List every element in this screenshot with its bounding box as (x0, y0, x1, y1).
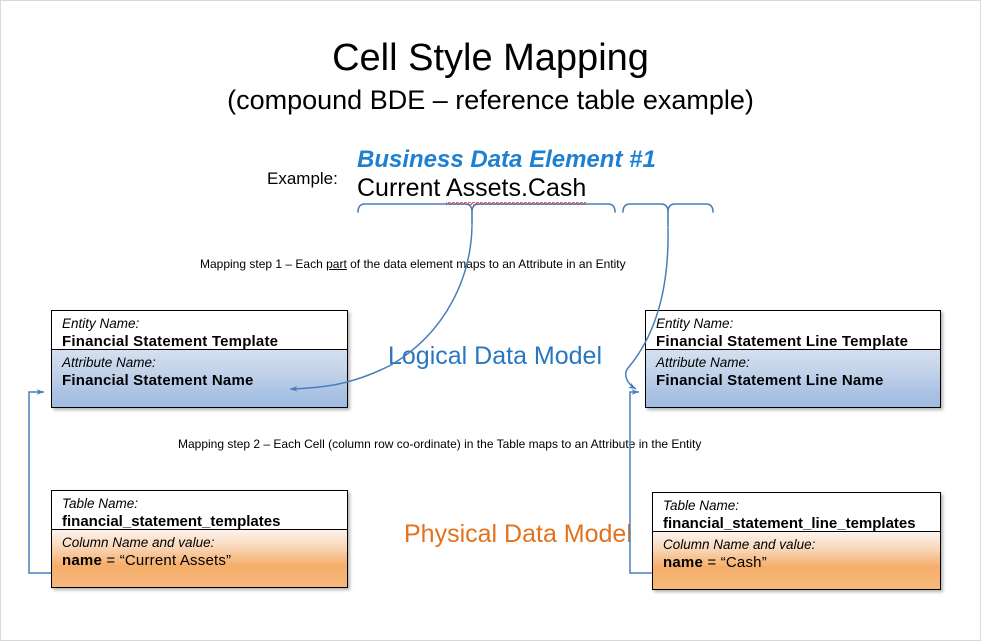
column-value: = “Cash” (703, 554, 767, 571)
brace-cash-shape (572, 204, 630, 212)
step1-text-emphasis: part (326, 257, 347, 271)
business-data-element-value: Current Assets.Cash (357, 173, 587, 205)
business-data-element-caption: Business Data Element #1 (357, 146, 656, 173)
entity-card-financial-statement-line-template: Entity Name: Financial Statement Line Te… (645, 310, 941, 408)
entity-name-value: Financial Statement Line Template (656, 333, 909, 349)
step1-text-post: of the data element maps to an Attribute… (346, 257, 626, 271)
attribute-name-row: Attribute Name: Financial Statement Line… (646, 349, 940, 407)
mapping-step-1-text: Mapping step 1 – Each part of the data e… (200, 256, 626, 272)
table-name-value: financial_statement_line_templates (663, 514, 940, 531)
arrow-table-left-to-entity-left (28, 389, 51, 574)
attribute-name-row: Attribute Name: Financial Statement Name (52, 349, 347, 407)
column-name-caption: Column Name and value: (663, 537, 816, 552)
attribute-name-value: Financial Statement Name (62, 372, 254, 389)
column-value-row: Column Name and value: name = “Current A… (52, 529, 347, 587)
attribute-name-caption: Attribute Name: (656, 355, 750, 370)
page-title: Cell Style Mapping (332, 37, 649, 79)
entity-name-value: Financial Statement Template (62, 333, 279, 349)
attribute-name-caption: Attribute Name: (62, 355, 156, 370)
column-value: = “Current Assets” (102, 552, 232, 569)
table-name-row: Table Name: financial_statement_template… (52, 491, 347, 529)
logical-data-model-caption: Logical Data Model (388, 342, 603, 370)
arrow-table-right-to-entity-right (629, 389, 652, 574)
entity-name-caption: Entity Name: (656, 316, 734, 331)
physical-data-model-caption: Physical Data Model (404, 520, 632, 548)
step1-text-pre: Mapping step 1 – Each (200, 257, 327, 271)
table-name-caption: Table Name: (663, 498, 740, 513)
mapping-step-2-text: Mapping step 2 – Each Cell (column row c… (178, 437, 702, 451)
table-name-value: financial_statement_templates (62, 512, 347, 529)
brace-current-assets (357, 203, 616, 213)
entity-name-row: Entity Name: Financial Statement Line Te… (646, 311, 940, 349)
bde-part-assets-cash: Assets.Cash (445, 174, 587, 205)
table-card-financial-statement-templates: Table Name: financial_statement_template… (51, 490, 348, 588)
entity-name-row: Entity Name: Financial Statement Templat… (52, 311, 347, 349)
column-name-value: name = “Cash” (663, 553, 940, 573)
table-name-row: Table Name: financial_statement_line_tem… (653, 493, 940, 531)
column-value-row: Column Name and value: name = “Cash” (653, 531, 940, 589)
example-label: Example: (267, 169, 338, 188)
table-card-financial-statement-line-templates: Table Name: financial_statement_line_tem… (652, 492, 941, 590)
brace-cash-left-half (622, 203, 714, 213)
page-subtitle: (compound BDE – reference table example) (227, 85, 754, 115)
entity-name-caption: Entity Name: (62, 316, 140, 331)
attribute-name-value: Financial Statement Line Name (656, 372, 884, 389)
bde-part-current-assets: Current (357, 174, 446, 202)
column-name-caption: Column Name and value: (62, 535, 215, 550)
column-key: name (663, 554, 703, 571)
entity-card-financial-statement-template: Entity Name: Financial Statement Templat… (51, 310, 348, 408)
table-name-caption: Table Name: (62, 496, 139, 511)
column-name-value: name = “Current Assets” (62, 551, 347, 571)
column-key: name (62, 552, 102, 569)
brace-cash (572, 204, 629, 212)
